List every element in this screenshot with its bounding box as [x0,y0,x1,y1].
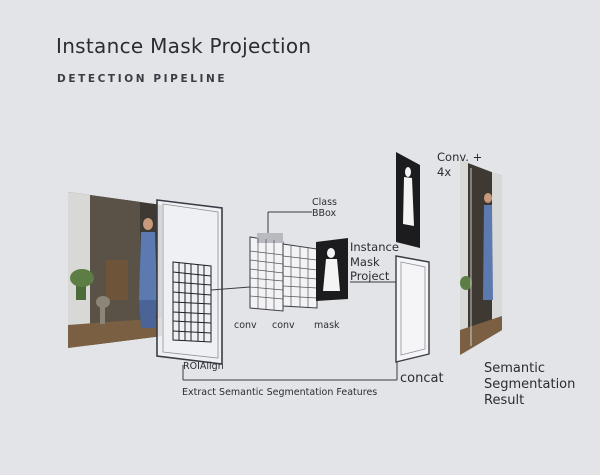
label-result-result: Result [484,393,525,408]
concat-feature [395,255,430,363]
conv-feature-map-2 [282,243,318,309]
label-conv-1: conv [234,320,257,331]
label-conv-2: conv [272,320,295,331]
label-instance: Instance [350,240,399,254]
label-extract-features: Extract Semantic Segmentation Features [182,387,378,398]
label-bbox: BBox [312,208,337,219]
page-title: Instance Mask Projection [56,34,312,58]
input-photo [68,192,162,348]
label-mask-output: mask [314,320,340,331]
label-4x: 4x [437,165,452,179]
label-result-segmentation: Segmentation [484,377,576,392]
mask-output [316,238,348,301]
result-photo [460,160,502,355]
page-subtitle: DETECTION PIPELINE [57,73,228,85]
label-mask: Mask [350,255,380,269]
label-result-semantic: Semantic [484,361,545,376]
instance-mask-projection [396,152,420,248]
label-conv-plus: Conv. + [437,150,483,164]
label-concat: concat [400,371,444,386]
roi-feature-plane [156,199,223,365]
label-class: Class [312,197,337,208]
connector-lines [182,211,398,381]
label-roialign: ROIAlign [183,361,224,372]
label-project: Project [350,269,390,283]
conv-feature-map-1 [249,233,284,312]
